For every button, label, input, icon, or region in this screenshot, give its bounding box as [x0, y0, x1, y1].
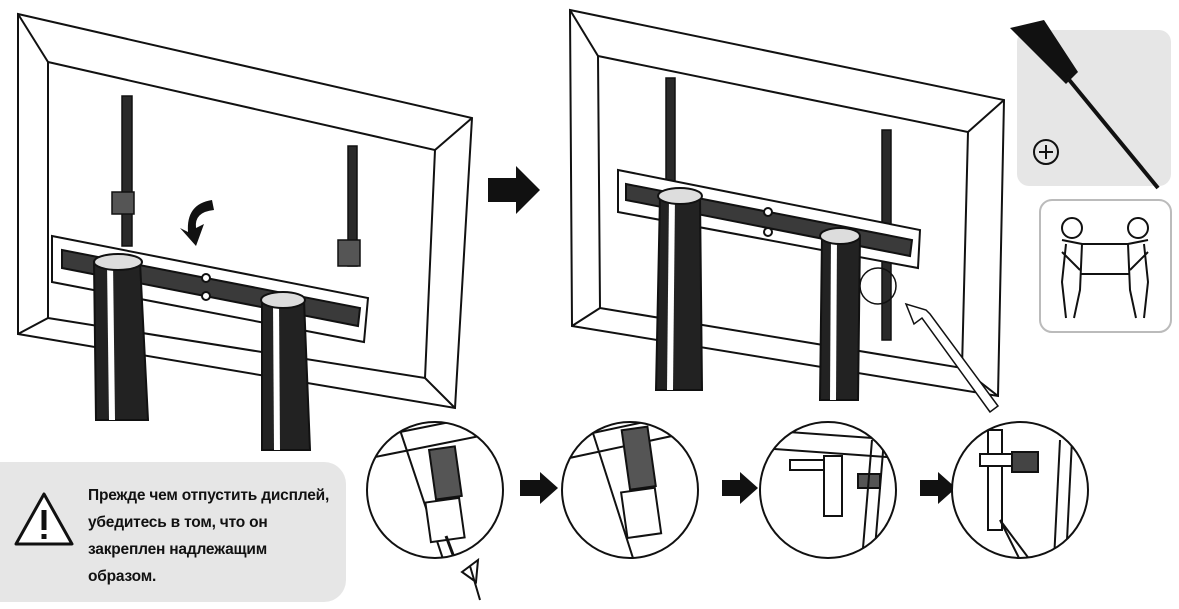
rotate-arrow-icon — [180, 200, 214, 246]
next-step-arrow-icon — [488, 166, 540, 214]
detail-callout — [859, 267, 897, 305]
warning-text: Прежде чем отпустить дисплей, убедитесь … — [88, 487, 330, 585]
phillips-screwdriver-icon — [1010, 20, 1160, 190]
warning-triangle-icon — [14, 492, 74, 546]
warning-box: Прежде чем отпустить дисплей, убедитесь … — [0, 462, 346, 602]
detail-step-2 — [561, 421, 699, 559]
display-left — [17, 12, 474, 410]
two-person-lift-icon — [1060, 217, 1150, 319]
detail-arrow-3-icon — [920, 472, 956, 504]
detail-arrow-1-icon — [520, 472, 558, 504]
stand-legs-right — [654, 187, 862, 401]
callout-pointer-arrow — [904, 302, 1000, 414]
mounting-rails-left — [111, 95, 361, 267]
stand-legs-left — [92, 253, 312, 451]
detail-step-3 — [759, 421, 897, 559]
detail-arrow-2-icon — [722, 472, 758, 504]
detail-step-4 — [951, 421, 1089, 559]
detail-step-1 — [366, 421, 504, 601]
